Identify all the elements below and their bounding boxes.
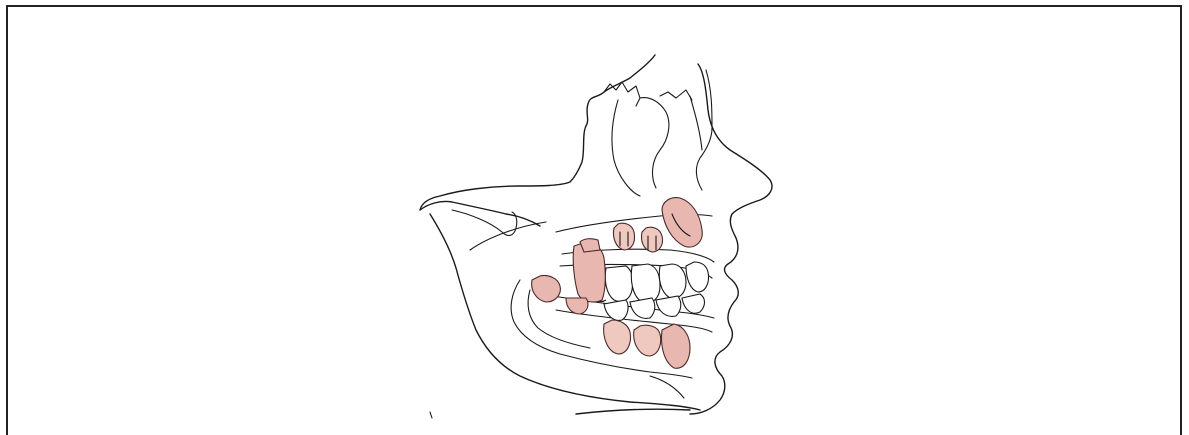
skull-outline bbox=[420, 55, 772, 414]
skull-jaw-illustration bbox=[0, 0, 1189, 423]
tick-mark bbox=[430, 412, 432, 418]
